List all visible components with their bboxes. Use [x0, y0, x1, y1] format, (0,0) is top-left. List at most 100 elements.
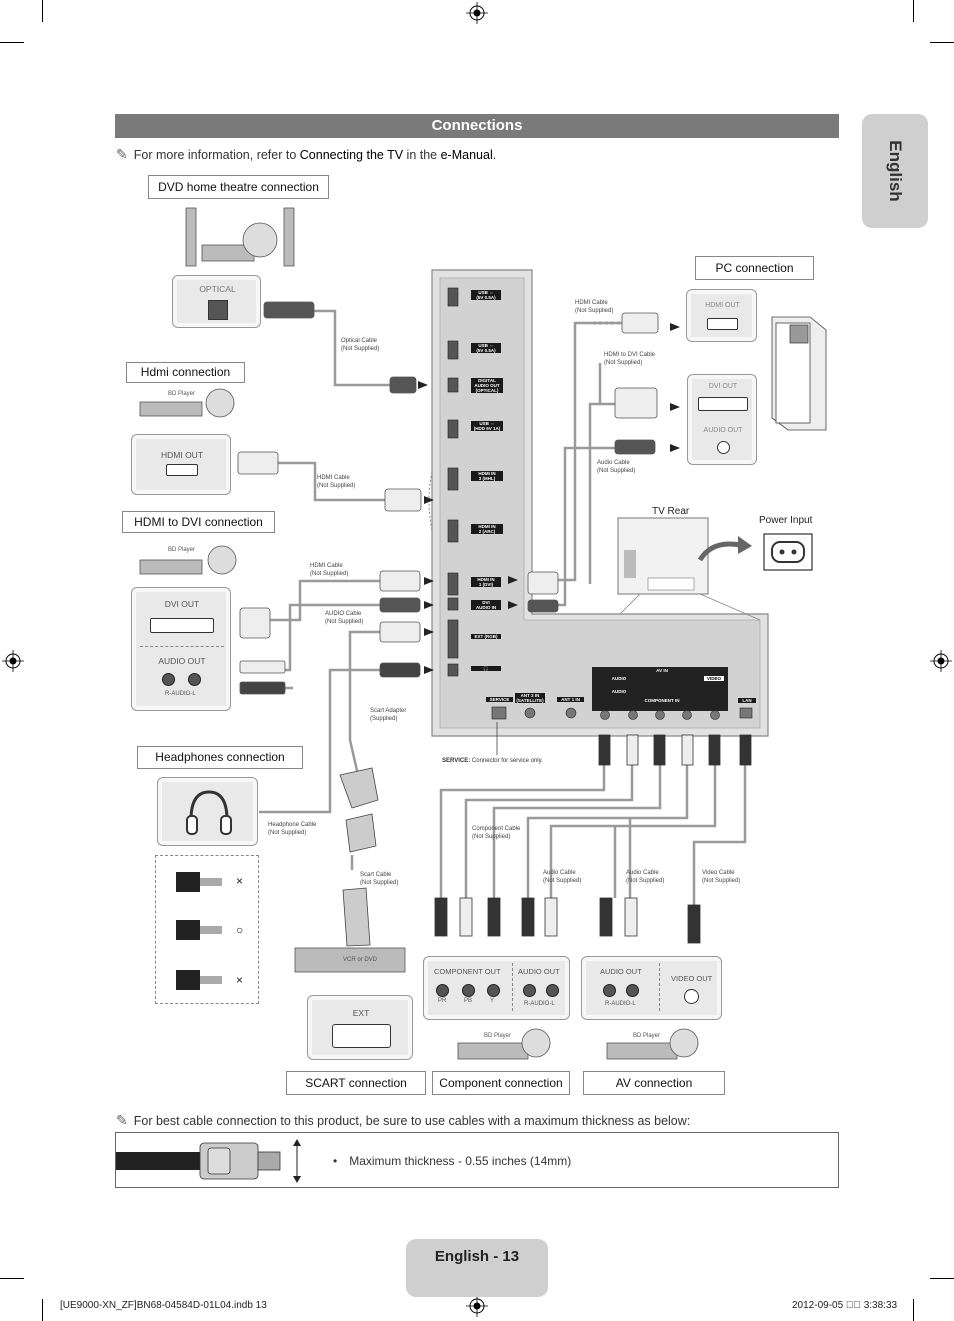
crop-mark [0, 42, 24, 43]
component-device-panel: COMPONENT OUT AUDIO OUT PR PB Y R-AUDIO-… [423, 956, 570, 1020]
jack-mark: × [236, 874, 244, 888]
hdmi-out-device-panel: HDMI OUT [131, 434, 231, 495]
label-scart-connection: SCART connection [286, 1071, 426, 1095]
ext-label: EXT [352, 1008, 370, 1018]
bd-player-label: BD Player [168, 547, 196, 553]
optical-label: OPTICAL [199, 284, 236, 294]
slug-left: [UE9000-XN_ZF]BN68-04584D-01L04.indb 13 [60, 1300, 267, 1311]
label-tv-rear: TV Rear [652, 506, 690, 517]
bd-player-label: BD Player [484, 1033, 512, 1039]
crop-mark [930, 42, 954, 43]
pc-audio-out-label: AUDIO OUT [703, 427, 743, 434]
tv-port-lan: LAN [738, 698, 756, 703]
component-out-label: COMPONENT OUT [434, 967, 501, 976]
crop-mark [913, 0, 914, 22]
hdmi-port-icon [707, 318, 738, 330]
headphones-panel [157, 777, 258, 846]
tv-port-ant2: ANT 2 IN(SATELLITE) [515, 693, 545, 703]
tv-port-audio-r1: AUDIO [611, 676, 627, 681]
label-av-connection: AV connection [583, 1071, 725, 1095]
cable-label-component: Component Cable(Not Supplied) [472, 826, 521, 840]
audio-jack-icon [546, 984, 559, 997]
slug-right: 2012-09-05 ￿￿ 3:38:33 [792, 1300, 898, 1311]
registration-mark-icon [2, 650, 24, 672]
page-number: English - 13 [434, 1248, 520, 1265]
link-connecting-the-tv[interactable]: Connecting the TV [299, 148, 404, 162]
label-component-connection: Component connection [432, 1071, 570, 1095]
r-audio-l-label: R-AUDIO-L [524, 1001, 555, 1007]
cable-label-comp-audio: Audio Cable(Not Supplied) [543, 870, 582, 884]
cable-label-pc-hdmi: HDMI Cable(Not Supplied) [575, 300, 614, 314]
video-jack-icon [684, 989, 699, 1004]
tv-port-service: SERVICE [486, 697, 513, 702]
audio-jack-icon [603, 984, 616, 997]
r-audio-l-label: R-AUDIO-L [165, 691, 196, 697]
cable-label-scart-adapter: Scart Adapter(Supplied) [370, 708, 407, 722]
cable-label-hdmi1: HDMI Cable(Not Supplied) [317, 475, 356, 489]
label-headphones: Headphones connection [137, 746, 303, 769]
pr-label: PR [438, 998, 447, 1004]
av-device-panel: AUDIO OUT VIDEO OUT R-AUDIO-L [581, 956, 722, 1020]
av-audio-out-label: AUDIO OUT [600, 967, 642, 976]
hdmi-port-icon [166, 464, 198, 476]
cable-label-video: Video Cable(Not Supplied) [702, 870, 741, 884]
optical-device-panel: OPTICAL [172, 275, 261, 328]
tv-port-usb2: USB ⇔(5V 0.5A) [471, 343, 501, 353]
scart-port-icon [332, 1024, 391, 1048]
label-hdmi-to-dvi: HDMI to DVI connection [122, 511, 275, 533]
headphone-jack-panel [155, 855, 259, 1004]
note-bottom: ✎For best cable connection to this produ… [116, 1112, 691, 1128]
cable-label-scart: Scart Cable(Not Supplied) [360, 872, 399, 886]
audio-jack-icon [523, 984, 536, 997]
pb-jack-icon [462, 984, 475, 997]
divider [140, 646, 224, 647]
cable-label-audio1: AUDIO Cable(Not Supplied) [325, 611, 364, 625]
registration-mark-icon [930, 650, 952, 672]
label-hdmi-connection: Hdmi connection [126, 362, 245, 383]
tv-port-usb1: USB ⇔(5V 0.5A) [471, 290, 501, 300]
audio-jack-icon [626, 984, 639, 997]
cable-label-hdmi2: HDMI Cable(Not Supplied) [310, 563, 349, 577]
tv-port-av-in: AV IN [656, 668, 668, 673]
audio-jack-icon [162, 673, 175, 686]
service-note: SERVICE: Connector for service only. [442, 758, 543, 764]
y-jack-icon [487, 984, 500, 997]
jack-mark: ○ [236, 923, 244, 937]
page-number-tab: English - 13 [406, 1239, 548, 1297]
bd-player-label: BD Player [168, 391, 196, 397]
cable-label-pc-audio: Audio Cable(Not Supplied) [597, 460, 636, 474]
tv-port-usb3: USB ⇔(HDD 5V 1A) [471, 421, 503, 431]
scart-device-panel: EXT [307, 995, 413, 1060]
audio-jack-icon [717, 441, 730, 454]
language-tab: English [862, 114, 928, 228]
crop-mark [42, 1299, 43, 1321]
crop-mark [930, 1278, 954, 1279]
divider [659, 963, 660, 1011]
dvi-port-icon [698, 397, 748, 411]
tv-port-ant1: ANT 1 IN [557, 697, 584, 702]
dvi-out-label: DVI OUT [164, 599, 200, 609]
dvi-audio-device-panel: DVI OUT AUDIO OUT R-AUDIO-L [131, 587, 231, 711]
label-pc-connection: PC connection [695, 256, 814, 280]
vcr-dvd-label: VCR or DVD [343, 957, 378, 963]
pb-label: PB [464, 998, 473, 1004]
registration-mark-icon [466, 1295, 488, 1317]
link-e-manual[interactable]: e-Manual [440, 148, 493, 162]
headphones-icon [186, 790, 232, 835]
crop-mark [0, 1278, 24, 1279]
tv-port-audio-r2: AUDIO [611, 689, 627, 694]
tv-port-headphone: 🎧 [471, 666, 501, 671]
pencil-note-icon: ✎ [116, 1112, 128, 1128]
cable-label-av-audio: Audio Cable(Not Supplied) [626, 870, 665, 884]
video-out-label: VIDEO OUT [671, 974, 713, 983]
pc-hdmi-panel: HDMI OUT [686, 289, 757, 342]
crop-mark [42, 0, 43, 22]
max-thickness-text: •Maximum thickness - 0.55 inches (14mm) [333, 1154, 572, 1168]
pc-dvi-panel: DVI OUT AUDIO OUT [687, 374, 757, 465]
max-thickness-box [115, 1132, 839, 1188]
audio-out-label: AUDIO OUT [158, 656, 206, 666]
